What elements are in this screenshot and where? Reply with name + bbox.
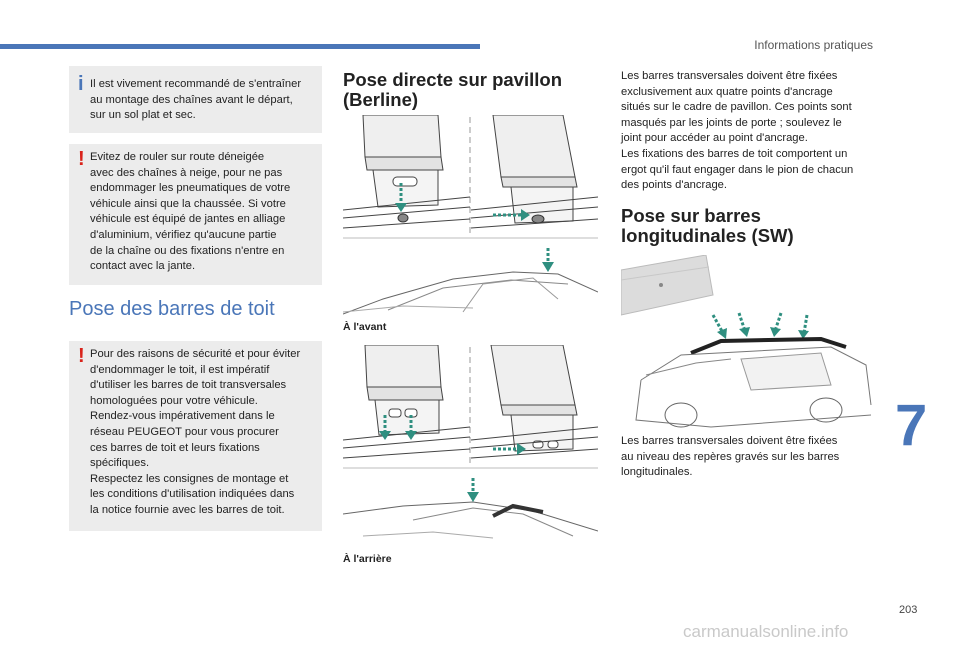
info-text: Il est vivement recommandé de s'entraîne… — [90, 78, 302, 122]
front-anchor-illustration — [343, 115, 598, 239]
rear-anchor-illustration — [343, 345, 598, 469]
info-icon: i — [78, 73, 84, 95]
warning-text-chains: Evitez de rouler sur route déneigée avec… — [90, 151, 291, 273]
page-number: 203 — [899, 604, 918, 616]
green-arrows — [711, 312, 809, 339]
paragraph-longitudinal-marks: Les barres transversales doivent être fi… — [621, 435, 840, 479]
caption-front: À l'avant — [343, 321, 387, 333]
chapter-number: 7 — [895, 393, 928, 458]
warning-box-chains: ! Evitez de rouler sur route déneigée av… — [69, 144, 322, 285]
bar-foot-left — [343, 115, 471, 229]
section-title: Pose des barres de toit — [69, 298, 275, 320]
heading-longitudinal-bars: Pose sur barres longitudinales (SW) — [621, 205, 794, 246]
warning-text-roof-bars: Pour des raisons de sécurité et pour évi… — [90, 348, 301, 516]
section-header: Informations pratiques — [754, 38, 873, 52]
warning-icon: ! — [78, 345, 85, 367]
watermark: carmanualsonline.info — [683, 622, 849, 641]
wagon-roof-rails-illustration — [621, 255, 872, 428]
info-box: i Il est vivement recommandé de s'entraî… — [69, 66, 322, 133]
warning-box-roof-bars: ! Pour des raisons de sécurité et pour é… — [69, 341, 322, 531]
heading-direct-mount: Pose directe sur pavillon (Berline) — [343, 69, 562, 110]
sedan-front-illustration — [343, 248, 598, 315]
paragraph-anchor-points: Les barres transversales doivent être fi… — [621, 70, 854, 192]
sedan-rear-illustration — [343, 478, 598, 539]
header-accent-bar — [0, 44, 480, 49]
caption-rear: À l'arrière — [343, 553, 392, 565]
warning-icon: ! — [78, 148, 85, 170]
bar-foot-right — [470, 115, 598, 229]
